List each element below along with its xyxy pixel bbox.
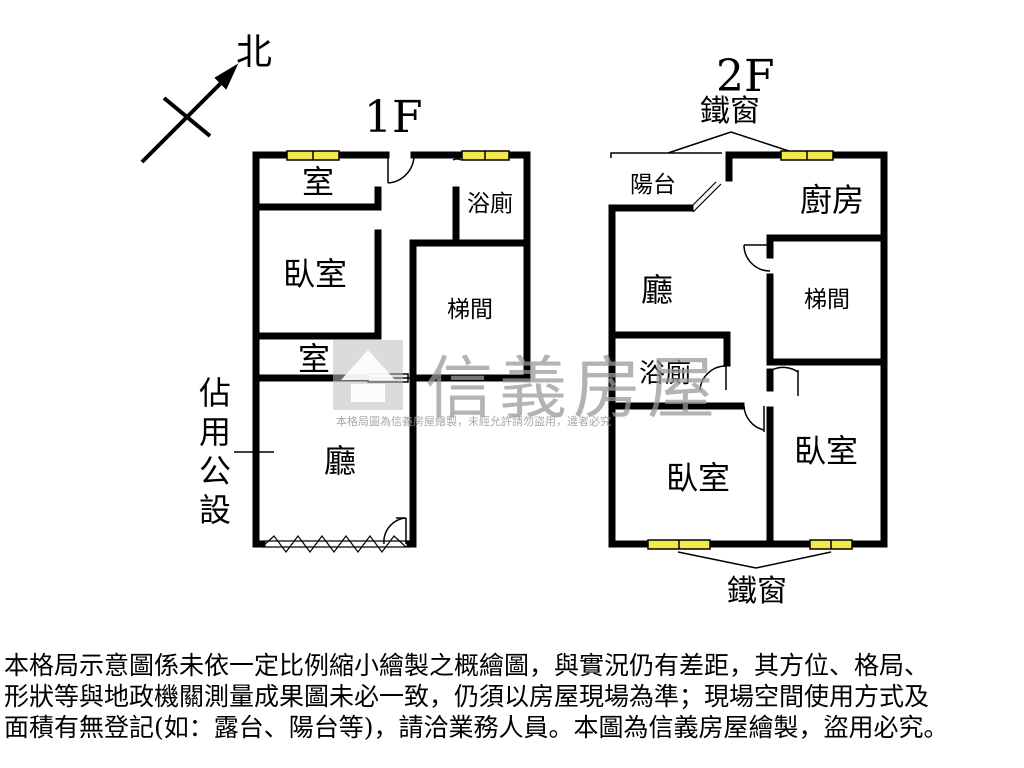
f2-kitchen: 廚房 (800, 181, 864, 219)
brand-logo-icon (333, 340, 403, 410)
f2-bedroom-right: 臥室 (794, 432, 858, 470)
f1-public-4: 設 (199, 491, 231, 529)
disclaimer: 本格局示意圖係未依一定比例縮小繪製之概繪圖，與實況仍有差距，其方位、格局、 形狀… (4, 650, 1020, 743)
iron-window-bottom: 鐵窗 (727, 574, 787, 609)
f1-bath: 浴廁 (467, 191, 513, 217)
floor1-title: 1F (364, 92, 423, 143)
floor2-walls (608, 151, 888, 548)
f1-stairs: 梯間 (447, 297, 493, 323)
north-label: 北 (236, 32, 272, 73)
f2-living: 廳 (641, 271, 673, 309)
floor2-title: 2F (716, 51, 775, 102)
f1-public-2: 用 (199, 413, 231, 451)
iron-window-top: 鐵窗 (700, 94, 760, 129)
f1-public-1: 佔 (199, 374, 231, 412)
floor1-sliding-door (261, 535, 410, 553)
floor1-window-top (286, 150, 510, 161)
watermark-brand: 信義房屋 (425, 350, 722, 429)
f1-living: 廳 (324, 442, 356, 480)
f1-bedroom: 臥室 (283, 255, 347, 293)
f1-public-3: 公 (199, 452, 231, 490)
floor1-walls (252, 151, 531, 548)
floor2-doors (699, 244, 799, 432)
iron-window-top-pointer (610, 131, 796, 158)
iron-window-bottom-pointer (677, 551, 832, 569)
floor2-windows (647, 150, 853, 550)
f2-bedroom-left: 臥室 (666, 459, 730, 497)
watermark-notice: 本格局圖為信義房屋繪製，未經允許請勿盜用，違者必究 (336, 415, 611, 428)
disclaimer-line-2: 形狀等與地政機關測量成果圖未必一致，仍須以房屋現場為準；現場空間使用方式及 (4, 682, 930, 711)
f2-balcony: 陽台 (630, 172, 676, 198)
f1-room-top: 室 (302, 163, 334, 201)
north-arrow-icon (140, 63, 239, 164)
disclaimer-line-1: 本格局示意圖係未依一定比例縮小繪製之概繪圖，與實況仍有差距，其方位、格局、 (4, 651, 930, 680)
f2-stairs: 梯間 (804, 287, 850, 313)
f2-bath: 浴廁 (639, 359, 691, 389)
f2-balcony-door (689, 181, 717, 209)
floor-plan-drawing: 北 1F (140, 32, 888, 609)
disclaimer-line-3: 面積有無登記(如：露台、陽台等)，請洽業務人員。本圖為信義房屋繪製，盜用必究。 (4, 713, 949, 742)
f1-room-mid: 室 (298, 340, 330, 378)
